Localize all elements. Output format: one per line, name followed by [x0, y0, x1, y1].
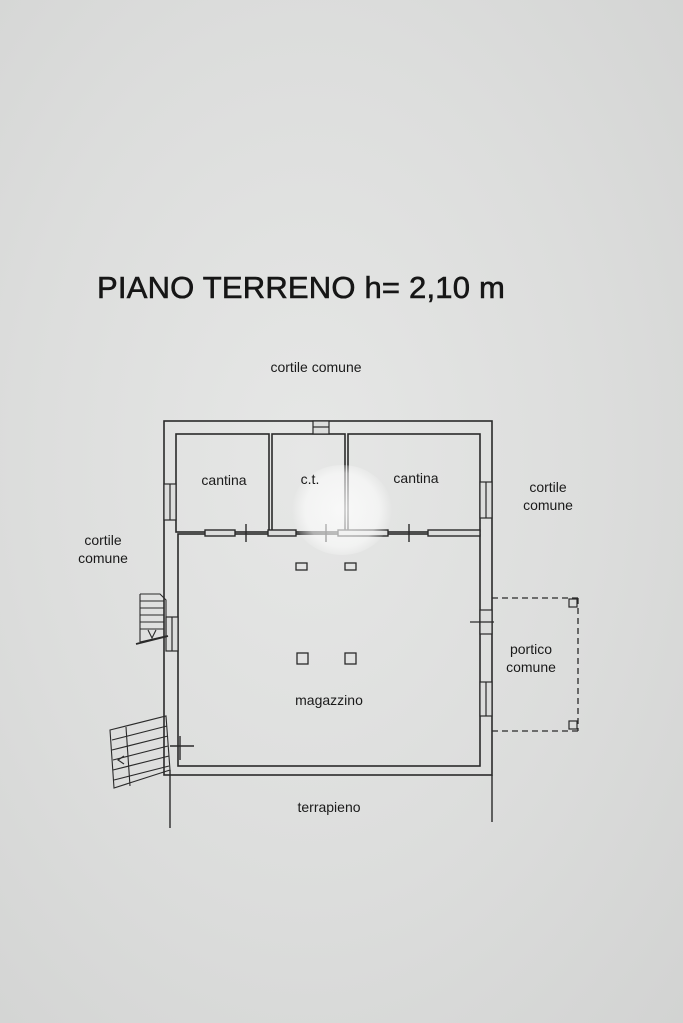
door-lower-left [170, 736, 194, 760]
inner-wall-magazzino [177, 533, 481, 767]
window-left-cantina [163, 483, 177, 521]
label-magazzino: magazzino [295, 692, 363, 708]
label-courtyard-top: cortile comune [270, 359, 362, 375]
portico-columns [568, 598, 578, 730]
stair-upper-left [135, 593, 169, 645]
pillars [295, 562, 357, 665]
label-courtyard-right: cortile comune [523, 479, 573, 513]
terrapieno-outline [169, 770, 493, 828]
label-terrapieno: terrapieno [297, 799, 361, 815]
top-vent [312, 420, 330, 435]
label-ct: c.t. [300, 471, 320, 487]
door-right-portico [470, 609, 494, 635]
plan-title: PIANO TERRENO h= 2,10 m [97, 270, 506, 306]
label-cantina-right: cantina [393, 470, 439, 486]
window-right-cantina [479, 481, 493, 519]
label-cantina-left: cantina [201, 472, 247, 488]
window-left-magazzino [165, 616, 179, 652]
partition-doors [204, 524, 481, 542]
stair-lower-left [109, 715, 171, 789]
label-courtyard-left: cortile comune [78, 532, 128, 566]
window-right-magazzino [479, 681, 493, 717]
portico-outline [492, 597, 579, 732]
label-portico: portico comune [506, 641, 556, 675]
